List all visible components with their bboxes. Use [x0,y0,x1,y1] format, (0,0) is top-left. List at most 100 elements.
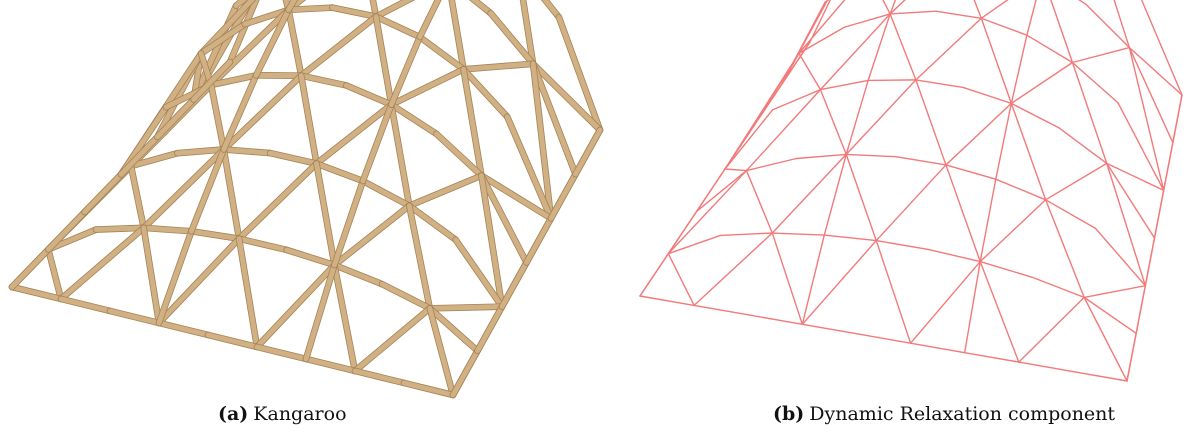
member [693,232,773,307]
member [45,227,99,252]
member [253,7,292,78]
kangaroo-gridshell-render [0,0,610,400]
member [236,236,290,253]
member [875,239,912,344]
member [221,72,259,152]
member [1106,162,1156,239]
member [107,308,162,326]
member [1044,162,1108,201]
member [980,17,1028,36]
member [915,79,947,166]
member [845,153,897,158]
member [388,102,439,137]
member [478,173,529,265]
member [639,252,670,297]
member [945,164,981,263]
member [191,59,233,102]
member [979,178,997,263]
caption-a-label: (a) [218,403,249,425]
member [667,169,748,255]
member [1010,102,1047,201]
member [819,88,847,156]
member [1083,296,1137,335]
member [314,102,394,167]
member [693,304,749,316]
member [824,0,830,3]
member [845,79,869,156]
member [845,153,877,242]
caption-a-text: Kangaroo [253,403,347,425]
member [1083,296,1128,382]
member [453,237,505,310]
member [979,260,1033,278]
member [303,356,358,374]
member [530,61,578,177]
member [795,153,847,160]
member [221,146,273,156]
member [233,0,248,9]
member [470,0,494,16]
member [909,342,966,354]
member [1050,0,1074,64]
member [205,332,260,350]
member [82,172,124,215]
member [882,0,891,15]
member [780,41,811,86]
member [141,225,162,326]
member [118,134,160,177]
member [909,260,981,344]
member [962,86,1013,105]
member [488,10,536,67]
member [128,163,147,231]
member [449,0,467,72]
gridshell-members [639,0,1183,382]
member [254,344,309,362]
member [1135,284,1147,335]
member [188,146,227,234]
member [461,66,484,179]
member [1083,284,1147,299]
caption-a: (a)Kangaroo [218,403,347,425]
member [236,236,260,350]
member [801,234,825,325]
member [995,102,1013,180]
kangaroo-gridshell-svg [8,0,604,399]
member [360,102,394,184]
member [343,82,394,108]
member [1044,199,1085,299]
member [667,252,695,307]
member [352,305,433,374]
member [798,0,846,55]
member [1126,332,1137,382]
member [286,7,304,79]
member [963,351,1020,363]
member [667,210,698,255]
member [370,0,379,20]
member [719,232,773,237]
member [156,320,211,338]
member [1044,199,1097,230]
member [504,114,554,221]
member [128,150,180,169]
member [461,66,510,120]
member [520,0,536,67]
member [406,203,459,243]
member [1018,296,1085,363]
member [927,248,981,263]
member [915,79,965,89]
member [639,295,695,307]
member [156,236,242,326]
member [780,0,829,86]
member [401,380,456,398]
member [58,225,147,302]
member [1010,61,1074,105]
member [771,153,847,234]
member [843,13,891,28]
member [889,0,897,15]
member [298,14,379,79]
member [45,209,88,252]
member [530,61,603,133]
member [724,168,748,172]
member [745,169,773,234]
member [973,0,982,19]
